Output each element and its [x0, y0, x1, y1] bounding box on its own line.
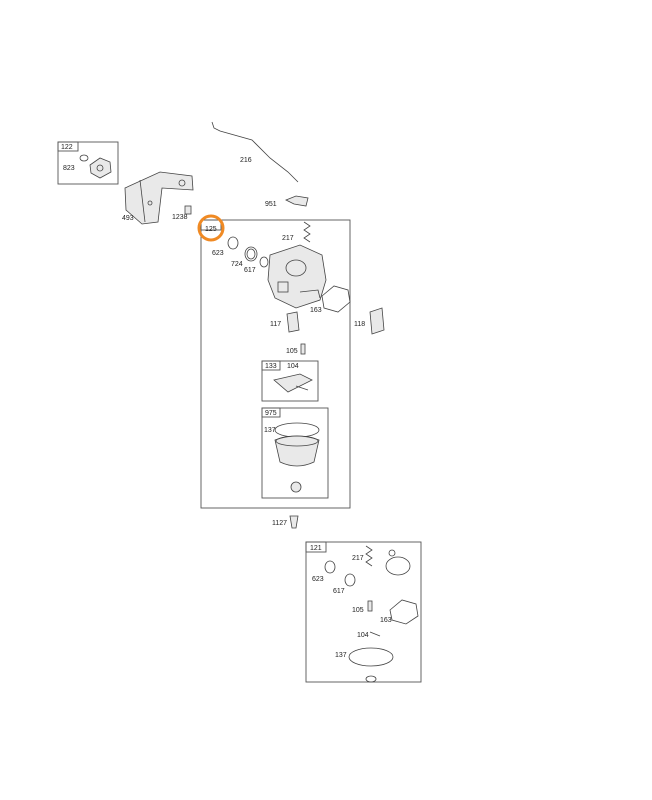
link-216-group: 216 [211, 121, 299, 183]
kit-small-washer [365, 675, 377, 683]
part-1238-label: 1238 [172, 214, 188, 221]
part-217-label: 217 [282, 235, 294, 242]
fuel-inlet-port [96, 164, 104, 172]
screw-1238 [184, 205, 192, 215]
part-137-label: 137 [264, 427, 276, 434]
part-951-label: 951 [265, 201, 277, 208]
kit-small-ring [388, 549, 396, 557]
bowl-gasket-137 [274, 422, 320, 438]
carburetor-frame [200, 219, 351, 509]
bracket-hole-2 [147, 200, 153, 206]
part-117-label: 117 [270, 321, 281, 328]
gasket-724-inner [246, 248, 256, 260]
kit-bowl-gasket-137 [348, 647, 394, 667]
kit-pin-104 [369, 631, 381, 637]
float-bowl [274, 435, 320, 467]
kit-part-137-label: 137 [335, 652, 347, 659]
part-823-label: 823 [63, 165, 75, 172]
bowl-nut [290, 481, 302, 493]
o-ring-823 [79, 154, 89, 162]
part-118-group: 118 [354, 307, 385, 335]
kit-part-217-label: 217 [352, 555, 364, 562]
governor-link-216 [211, 121, 299, 183]
kit-121-group: 121 217 623 617 105 163 104 137 [305, 541, 422, 683]
part-1127-group: 1127 [272, 515, 299, 529]
kit-part-163-label: 163 [380, 617, 392, 624]
kit-121-label: 121 [310, 545, 322, 552]
kit-o-ring-623 [324, 560, 336, 574]
linkage-951 [285, 195, 309, 207]
kit-133-tag [261, 360, 281, 371]
carburetor-body [267, 244, 327, 309]
part-118-label: 118 [354, 321, 365, 328]
part-125-tag [200, 219, 222, 231]
kit-122-tag [57, 141, 79, 152]
part-951-group: 951 [265, 195, 309, 208]
kit-122-group: 122 823 [57, 141, 119, 185]
fuel-inlet-part [89, 157, 112, 179]
kit-part-104-label: 104 [357, 632, 369, 639]
fitting-118 [369, 307, 385, 335]
kit-122-box [57, 141, 119, 185]
kit-part-623-label: 623 [312, 576, 324, 583]
kit-needle-105 [367, 600, 373, 612]
kit-part-105-label: 105 [352, 607, 364, 614]
carburetor-throat [285, 259, 307, 277]
part-623-label: 623 [212, 250, 224, 257]
kit-spring-217 [365, 545, 373, 567]
fitting-117 [286, 311, 300, 333]
bowl-rim [275, 435, 319, 447]
part-163-label: 163 [310, 307, 322, 314]
part-617-label: 617 [244, 267, 256, 274]
float-pin [295, 385, 309, 391]
kit-o-ring-617 [344, 573, 356, 587]
part-125-label: 125 [205, 226, 217, 233]
part-493-label: 493 [122, 215, 134, 222]
float-104 [273, 373, 313, 393]
bracket-edge [139, 179, 146, 223]
kit-121-tag [305, 541, 327, 553]
o-ring-623 [227, 236, 239, 250]
control-bracket-493 [124, 171, 194, 225]
part-724-label: 724 [231, 261, 243, 268]
carburetor-assembly-125: 125 217 623 724 617 163 117 105 133 104 [197, 214, 351, 509]
kit-122-label: 122 [61, 144, 73, 151]
o-ring-617 [259, 256, 269, 268]
kit-large-gasket [385, 556, 411, 576]
kit-121-box [305, 541, 422, 683]
spring-217 [303, 221, 311, 243]
gasket-724 [244, 246, 258, 262]
part-105-label: 105 [286, 348, 298, 355]
gasket-163 [321, 285, 351, 313]
bracket-493-group: 493 1238 [122, 171, 194, 225]
carburetor-lever [277, 281, 289, 293]
part-1127-label: 1127 [272, 520, 287, 527]
kit-133-label: 133 [265, 363, 277, 370]
kit-gasket-163 [389, 599, 419, 625]
kit-975-tag [261, 407, 281, 418]
kit-975-box [261, 407, 329, 499]
kit-133-box [261, 360, 319, 402]
highlight-ring [197, 214, 225, 242]
kit-975-label: 975 [265, 410, 277, 417]
screw-1127 [289, 515, 299, 529]
kit-part-617-label: 617 [333, 588, 345, 595]
bracket-hole [178, 179, 186, 187]
part-104-label: 104 [287, 363, 299, 370]
part-216-label: 216 [240, 157, 252, 164]
needle-105 [300, 343, 306, 355]
carburetor-flange [299, 289, 321, 299]
